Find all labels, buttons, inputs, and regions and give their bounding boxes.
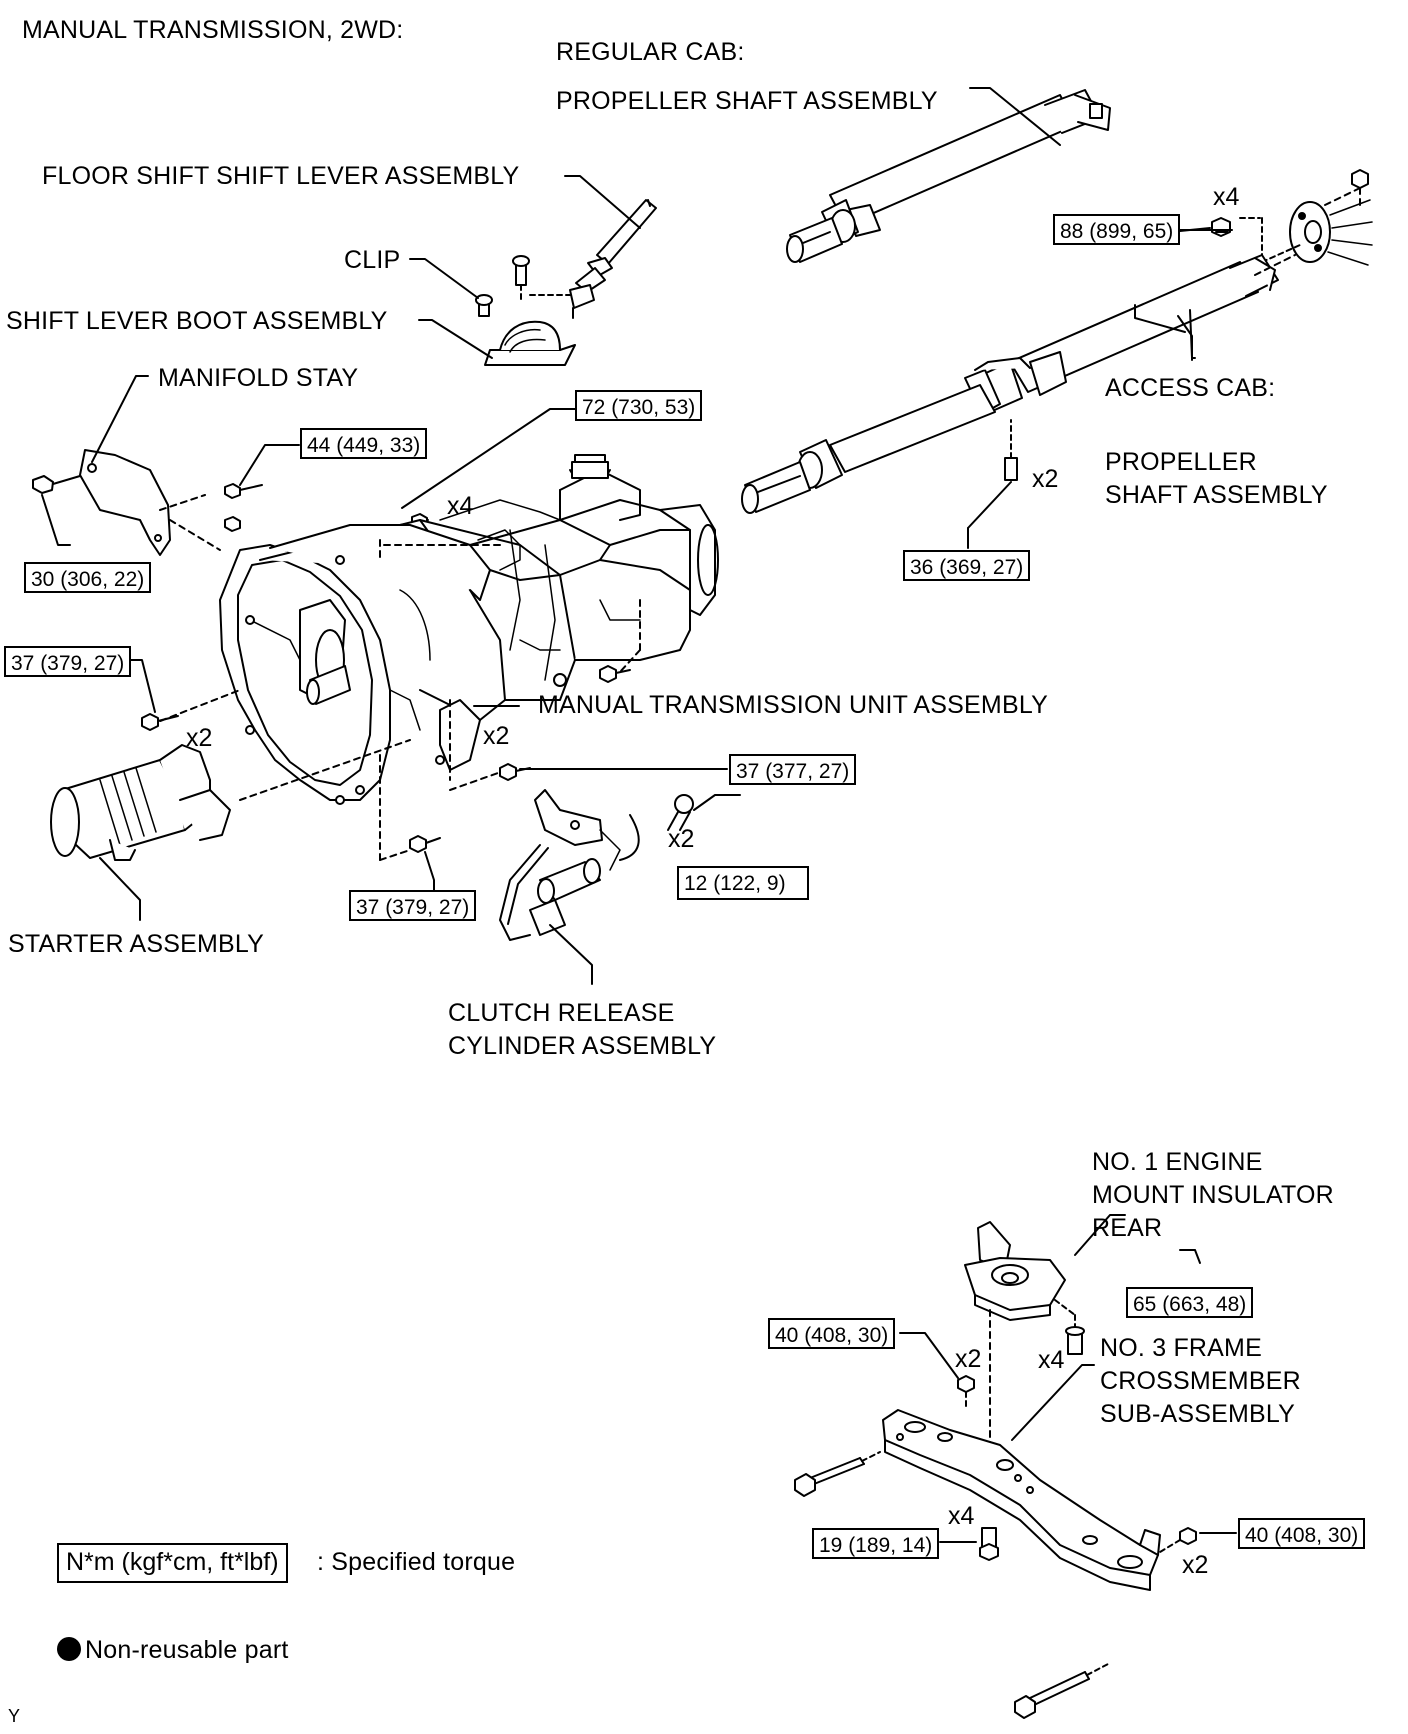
torque-30: 30 (306, 22) [24, 562, 152, 593]
label-access-propeller-1: PROPELLER [1105, 448, 1257, 476]
flange-nut [1169, 217, 1301, 263]
manifold-stay [32, 449, 221, 556]
torque-40-left: 40 (408, 30) [768, 1318, 896, 1349]
clutch-line-bolt [667, 794, 694, 831]
torque-40-right: 40 (408, 30) [1238, 1518, 1366, 1549]
torque-65: 65 (663, 48) [1126, 1287, 1254, 1318]
legend-torque-text: : Specified torque [317, 1548, 516, 1576]
qty-36: x2 [1032, 465, 1059, 493]
label-starter-assembly: STARTER ASSEMBLY [8, 930, 265, 958]
label-crossmember-3: SUB-ASSEMBLY [1100, 1400, 1296, 1428]
qty-12: x2 [668, 825, 695, 853]
qty-40-right: x2 [1182, 1551, 1209, 1579]
legend-torque-units: N*m (kgf*cm, ft*lbf) [57, 1543, 288, 1583]
transmission-unit [219, 454, 719, 805]
torque-37-starter-lower: 37 (379, 27) [349, 890, 477, 921]
clutch-release-cylinder [499, 789, 640, 941]
label-clutch-release-1: CLUTCH RELEASE [448, 999, 675, 1027]
torque-37-clutch-mount: 37 (377, 27) [729, 754, 857, 785]
frame-crossmember [882, 1409, 1161, 1591]
shift-lever-and-boot [475, 199, 657, 366]
label-insulator-3: REAR [1092, 1214, 1163, 1242]
insulator-bolt [1065, 1326, 1085, 1355]
qty-37-clutch-mount: x2 [483, 722, 510, 750]
label-clip: CLIP [344, 246, 401, 274]
crossmember-nut-right [1159, 1527, 1197, 1553]
starter-assembly [50, 689, 411, 861]
crossmember-nut-left [957, 1375, 975, 1411]
label-floor-shift-lever: FLOOR SHIFT SHIFT LEVER ASSEMBLY [42, 162, 520, 190]
torque-37-starter-upper: 37 (379, 27) [4, 646, 132, 677]
rear-flange [1289, 169, 1373, 266]
qty-40-left: x2 [955, 1345, 982, 1373]
qty-72: x4 [447, 492, 474, 520]
label-insulator-2: MOUNT INSULATOR [1092, 1181, 1334, 1209]
leader-lines [41, 87, 1237, 1543]
corner-mark: Y [8, 1706, 21, 1726]
diagram-title: MANUAL TRANSMISSION, 2WD: [22, 16, 404, 44]
torque-36: 36 (369, 27) [903, 550, 1031, 581]
transmission-bolt [599, 665, 631, 683]
crossmember-long-bolt-lower [1014, 1662, 1111, 1719]
torque-12: 12 (122, 9) [677, 866, 809, 900]
legend-nonreusable-text: Non-reusable part [85, 1636, 289, 1664]
qty-88: x4 [1213, 183, 1240, 211]
crossmember-bolt-bottom [979, 1527, 999, 1561]
starter-bolt-lower [379, 754, 441, 861]
access-cab-propeller-shaft [741, 254, 1296, 514]
label-clutch-release-2: CYLINDER ASSEMBLY [448, 1032, 717, 1060]
torque-19: 19 (189, 14) [812, 1528, 940, 1559]
label-crossmember-1: NO. 3 FRAME [1100, 1334, 1262, 1362]
nonreusable-dot-icon [57, 1637, 81, 1661]
torque-44: 44 (449, 33) [300, 428, 428, 459]
regular-cab-propeller-shaft [786, 89, 1111, 263]
legend-nonreusable: Non-reusable part [57, 1634, 289, 1667]
starter-bolt-upper [141, 713, 179, 731]
qty-65: x4 [1038, 1346, 1065, 1374]
center-bearing-bolt [967, 419, 1018, 549]
label-access-propeller-2: SHAFT ASSEMBLY [1105, 481, 1328, 509]
label-insulator-1: NO. 1 ENGINE [1092, 1148, 1263, 1176]
label-regular-propeller-shaft: PROPELLER SHAFT ASSEMBLY [556, 87, 938, 115]
label-transmission-unit: MANUAL TRANSMISSION UNIT ASSEMBLY [538, 691, 1048, 719]
torque-72: 72 (730, 53) [575, 390, 703, 421]
qty-19: x4 [948, 1502, 975, 1530]
label-shift-lever-boot: SHIFT LEVER BOOT ASSEMBLY [6, 307, 388, 335]
engine-mount-insulator [964, 1221, 1076, 1461]
crossmember-long-bolt-upper [794, 1451, 881, 1497]
stay-bolts [224, 483, 429, 532]
label-manifold-stay: MANIFOLD STAY [158, 364, 359, 392]
label-access-cab: ACCESS CAB: [1105, 374, 1276, 402]
torque-88: 88 (899, 65) [1053, 214, 1181, 245]
label-regular-cab: REGULAR CAB: [556, 38, 745, 66]
label-crossmember-2: CROSSMEMBER [1100, 1367, 1301, 1395]
qty-37-starter-upper: x2 [186, 724, 213, 752]
